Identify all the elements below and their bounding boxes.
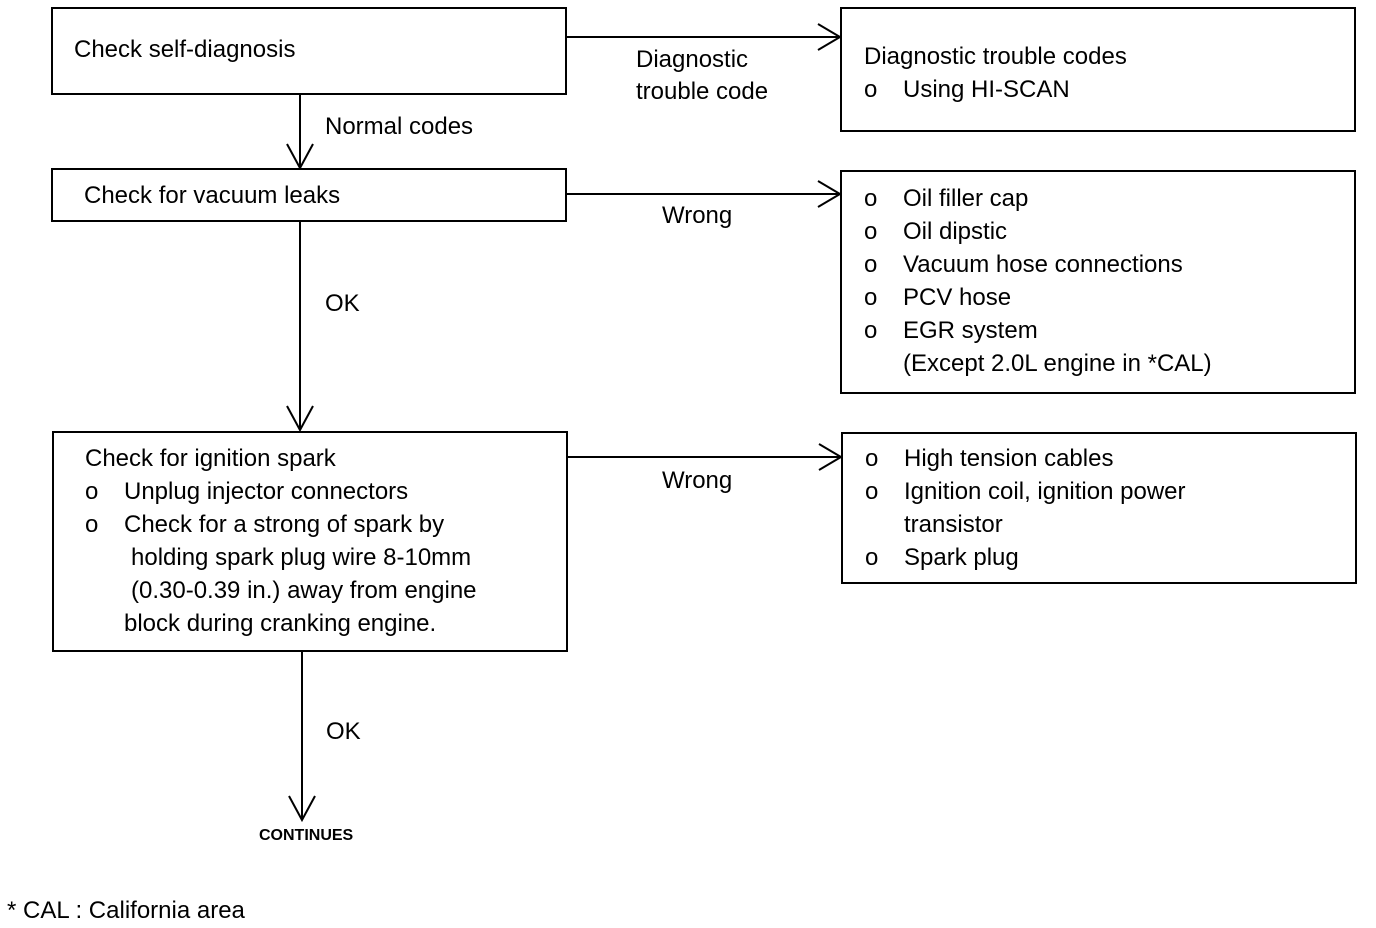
edge-ok1-label: OK — [325, 290, 360, 317]
edge-ok1-arrowhead — [286, 405, 314, 433]
node-ignition-bullet: o — [85, 478, 99, 505]
edge-ok2-label: OK — [326, 718, 361, 745]
checklist-item-egr-system: EGR system — [903, 317, 1038, 344]
node-diagnostic-trouble-codes: Diagnostic trouble codes o Using HI-SCAN — [840, 7, 1356, 132]
node-ignition-item-cont-2: (0.30-0.39 in.) away from engine — [131, 577, 477, 604]
edge-dtc-label-line2: trouble code — [636, 78, 769, 105]
checklist-item-pcv-hose: PCV hose — [903, 284, 1012, 311]
checklist-bullet: o — [864, 185, 878, 212]
continues-label: CONTINUES — [259, 827, 354, 844]
checklist-item-spark-plug: Spark plug — [904, 544, 1019, 571]
node-vacuum-leaks: Check for vacuum leaks — [51, 168, 567, 222]
node-ignition-item-cont-3: block during cranking engine. — [124, 610, 437, 637]
node-ignition-item-check-spark: Check for a strong of spark by — [124, 511, 445, 538]
node-dtc-item: Using HI-SCAN — [903, 76, 1070, 103]
edge-wrong2-label: Wrong — [662, 467, 733, 494]
node-self-diagnosis-label: Check self-diagnosis — [74, 36, 296, 63]
node-ignition-checklist: o High tension cables o Ignition coil, i… — [841, 432, 1357, 584]
checklist-note-egr: (Except 2.0L engine in *CAL) — [903, 350, 1212, 377]
checklist-item-oil-filler-cap: Oil filler cap — [903, 185, 1029, 212]
edge-wrong1-label: Wrong — [662, 202, 733, 229]
node-vacuum-checklist: o Oil filler cap o Oil dipstic o Vacuum … — [840, 170, 1356, 394]
checklist-bullet: o — [864, 317, 878, 344]
checklist-bullet: o — [864, 218, 878, 245]
checklist-item-oil-dipstick: Oil dipstic — [903, 218, 1008, 245]
checklist-bullet: o — [865, 478, 879, 505]
checklist-bullet: o — [865, 445, 879, 472]
node-ignition-item-unplug: Unplug injector connectors — [124, 478, 409, 505]
edge-dtc-label-line1: Diagnostic — [636, 46, 749, 73]
footnote-cal: * CAL : California area — [7, 897, 245, 924]
checklist-item-high-tension-cables: High tension cables — [904, 445, 1114, 472]
node-vacuum-leaks-label: Check for vacuum leaks — [84, 182, 341, 209]
checklist-bullet: o — [865, 544, 879, 571]
node-ignition-bullet: o — [85, 511, 99, 538]
node-dtc-title: Diagnostic trouble codes — [864, 43, 1127, 70]
edge-ok2-arrowhead — [288, 795, 316, 823]
node-ignition-item-cont-1: holding spark plug wire 8-10mm — [131, 544, 472, 571]
node-self-diagnosis: Check self-diagnosis — [51, 7, 567, 95]
checklist-item-ignition-coil: Ignition coil, ignition power — [904, 478, 1186, 505]
edge-normal-codes-label: Normal codes — [325, 113, 474, 140]
node-ignition-spark: Check for ignition spark o Unplug inject… — [52, 431, 568, 652]
checklist-bullet: o — [864, 284, 878, 311]
node-ignition-title: Check for ignition spark — [85, 445, 336, 472]
checklist-item-ignition-coil-cont: transistor — [904, 511, 1003, 538]
checklist-item-vacuum-hose: Vacuum hose connections — [903, 251, 1183, 278]
node-dtc-bullet: o — [864, 76, 878, 103]
checklist-bullet: o — [864, 251, 878, 278]
edge-dtc-label: Diagnostic trouble code — [636, 44, 768, 108]
